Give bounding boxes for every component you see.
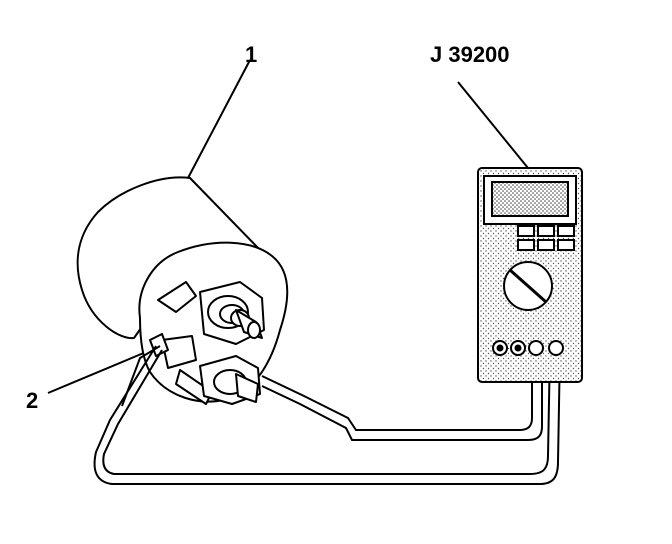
leader-line-tool	[457, 81, 529, 169]
callout-solenoid: 1	[245, 42, 258, 67]
test-lead-stud	[261, 348, 543, 441]
multimeter	[477, 167, 583, 383]
test-lead-terminal	[93, 345, 561, 485]
leader-line-1	[187, 59, 251, 179]
solenoid	[76, 176, 289, 405]
leader-line-2	[47, 351, 147, 394]
callout-tool: J 39200	[430, 42, 510, 67]
callout-terminal: 2	[26, 388, 39, 413]
